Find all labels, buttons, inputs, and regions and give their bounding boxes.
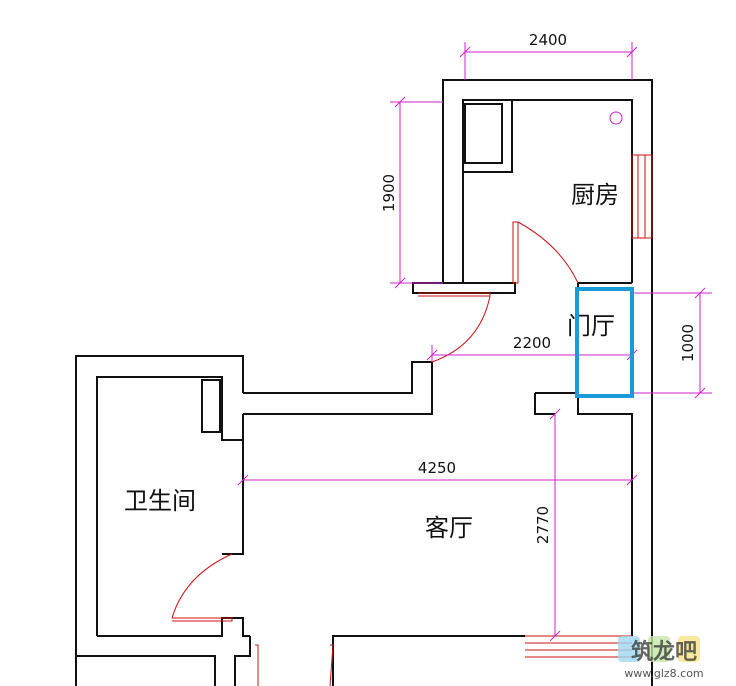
bathroom-fixture bbox=[201, 379, 221, 433]
wall-kitchen-outer bbox=[442, 79, 653, 686]
dim-kitchen-width bbox=[459, 42, 638, 80]
window-living-south bbox=[525, 635, 632, 658]
dim-foyer-depth bbox=[632, 287, 712, 399]
dim-kitchen-depth bbox=[390, 96, 443, 289]
wall-kitchen-counter bbox=[463, 100, 513, 173]
dim-living-width bbox=[237, 474, 638, 486]
dim-living-depth bbox=[549, 408, 561, 642]
room-label-living: 客厅 bbox=[425, 514, 473, 542]
watermark: 筑龙吧 www.glz8.com bbox=[618, 636, 704, 680]
dimension-lines bbox=[237, 42, 712, 642]
dim-label-foyer-depth: 1000 bbox=[679, 324, 697, 362]
wall-kitchen-bottom bbox=[412, 282, 516, 294]
wall-central-upper bbox=[75, 355, 244, 686]
watermark-tile-2 bbox=[648, 636, 670, 662]
wall-living-jamb bbox=[534, 392, 633, 636]
door-kitchen bbox=[512, 221, 579, 284]
dim-label-foyer-width: 2200 bbox=[513, 334, 551, 352]
door-bathroom bbox=[171, 553, 233, 622]
doors bbox=[171, 221, 579, 686]
window-kitchen-east bbox=[631, 154, 653, 239]
dim-label-living-depth: 2770 bbox=[534, 506, 552, 544]
door-bottom-left bbox=[255, 644, 334, 686]
dim-label-living-width: 4250 bbox=[418, 459, 456, 477]
wall-living-bottom bbox=[332, 635, 525, 686]
dim-label-kitchen-width: 2400 bbox=[529, 31, 567, 49]
dim-label-kitchen-depth: 1900 bbox=[380, 174, 398, 212]
wall-central-upper-inner bbox=[243, 361, 433, 415]
room-label-bathroom: 卫生间 bbox=[124, 487, 196, 515]
windows bbox=[525, 154, 653, 658]
watermark-tile-1 bbox=[618, 636, 640, 662]
foyer-highlight-box bbox=[575, 287, 634, 398]
room-label-kitchen: 厨房 bbox=[571, 181, 619, 209]
watermark-logo: 筑龙吧 bbox=[631, 639, 697, 665]
wall-bottom-left bbox=[76, 636, 251, 686]
watermark-url: www.glz8.com bbox=[624, 667, 703, 680]
kitchen-sink-icon bbox=[609, 111, 623, 125]
watermark-tile-3 bbox=[678, 636, 700, 662]
wall-bathroom-inner bbox=[96, 376, 244, 636]
walls bbox=[75, 79, 653, 686]
room-label-foyer: 门厅 bbox=[567, 312, 615, 340]
door-kitchen-entry bbox=[418, 292, 491, 363]
